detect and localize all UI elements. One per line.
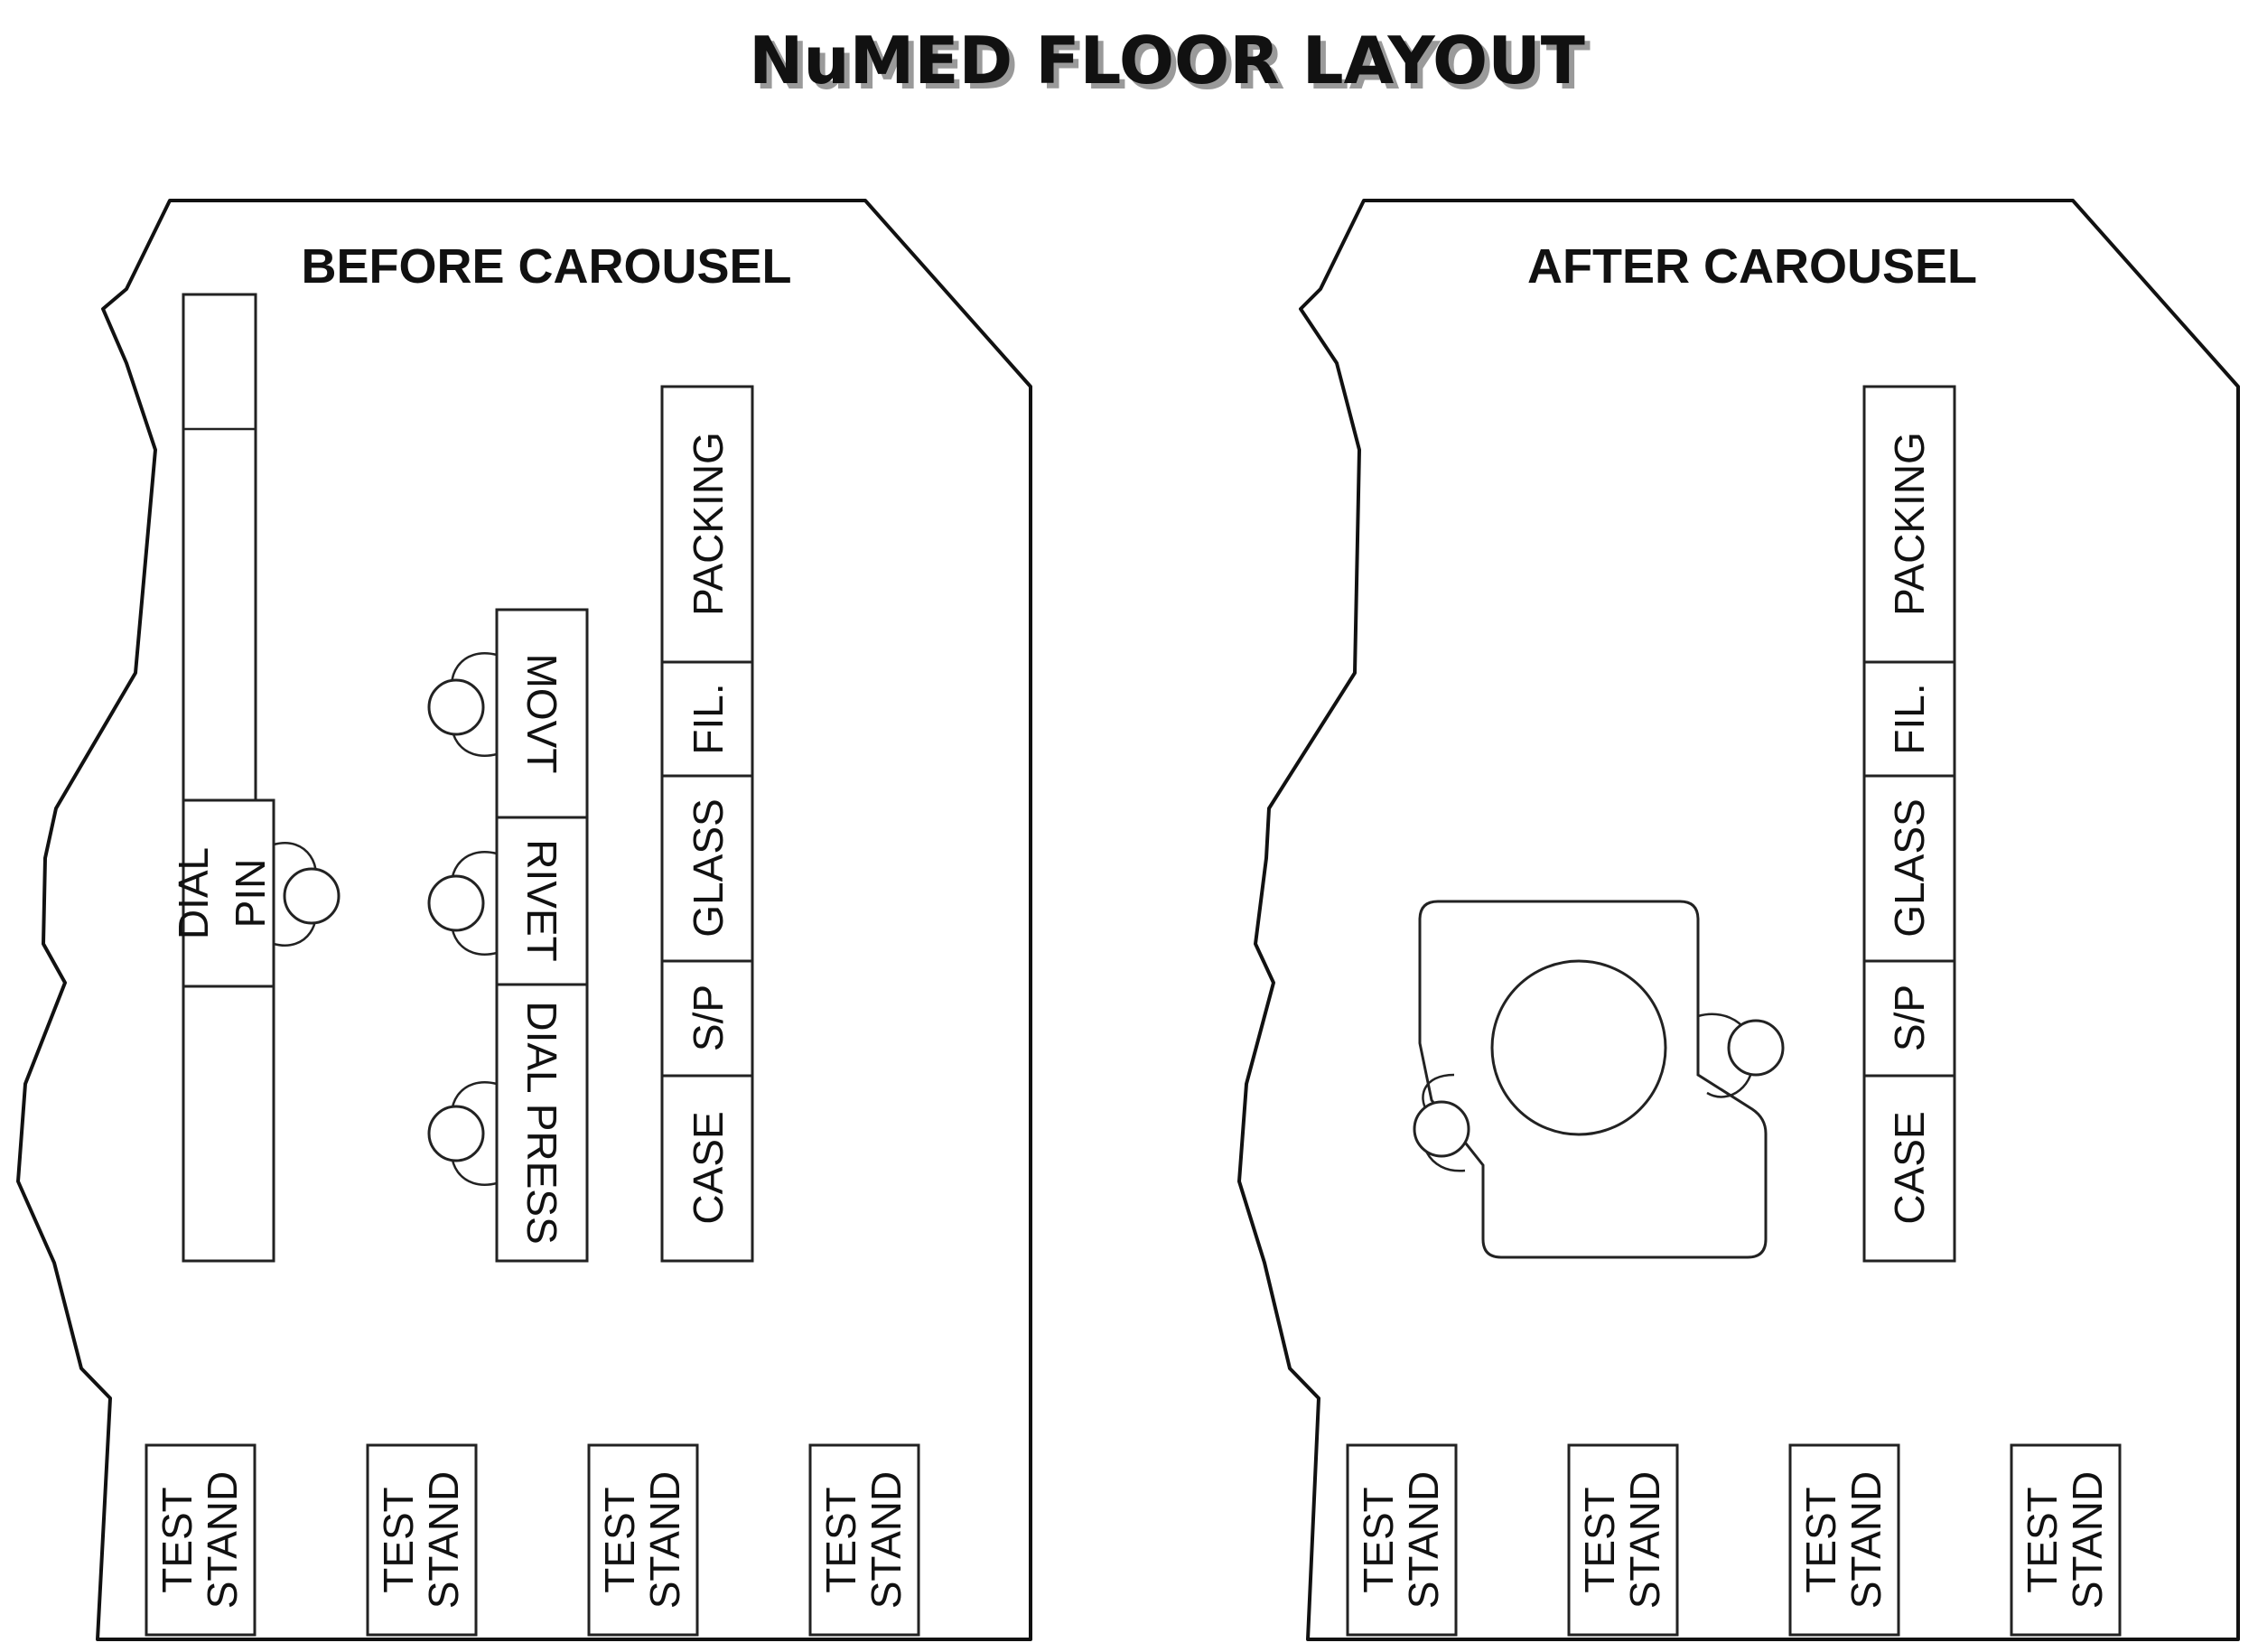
test-stand	[1788, 1443, 1900, 1637]
before-test-stands: TEST STAND TEST STAND TEST STAND TEST ST…	[145, 1443, 920, 1637]
rivet-station	[495, 816, 589, 986]
sp-station	[660, 959, 754, 1078]
test-stand-label-line1: TEST	[154, 1487, 201, 1593]
before-floor-outline	[16, 199, 1032, 1641]
dial-pin-label-line2: PIN	[227, 859, 274, 929]
middle-bench: MOVT RIVET DIAL PRESS	[427, 608, 589, 1263]
test-stand-label-line2: STAND	[863, 1471, 910, 1610]
operator-seat-icon	[1413, 1100, 1470, 1158]
fil-label: FIL.	[685, 683, 732, 754]
rivet-label: RIVET	[518, 839, 565, 961]
test-stand	[587, 1443, 699, 1637]
dial-pin-bench-lower	[182, 985, 275, 1263]
test-stand-label-line2: STAND	[199, 1471, 246, 1610]
test-stand-label-line1: TEST	[1355, 1487, 1402, 1593]
before-heading: BEFORE CAROUSEL	[301, 239, 791, 294]
fil-station	[660, 660, 754, 778]
test-stand	[366, 1443, 478, 1637]
dial-press-station	[495, 983, 589, 1263]
test-stand-label-line2: STAND	[1400, 1471, 1447, 1610]
movt-label: MOVT	[518, 654, 565, 774]
before-carousel-panel: BEFORE CAROUSEL DIAL PIN MOVT RIVET DIAL…	[16, 199, 1032, 1641]
test-stand-label-line2: STAND	[641, 1471, 688, 1610]
test-stand	[2010, 1443, 2122, 1637]
fil-label: FIL.	[1886, 683, 1933, 754]
packing-station	[660, 385, 754, 664]
sp-label: S/P	[685, 985, 732, 1051]
sp-label: S/P	[1886, 985, 1933, 1051]
test-stand-label-line2: STAND	[420, 1471, 467, 1610]
test-stand	[808, 1443, 920, 1637]
test-stand-label-line2: STAND	[1843, 1471, 1889, 1610]
operator-seat-icon	[427, 678, 485, 736]
dial-pin-label-line1: DIAL	[170, 847, 217, 939]
dial-press-label: DIAL PRESS	[518, 1001, 565, 1244]
case-label: CASE	[1886, 1111, 1933, 1224]
after-test-stands: TEST STAND TEST STAND TEST STAND TEST ST…	[1346, 1443, 2122, 1637]
case-station	[660, 1074, 754, 1263]
test-stand	[1567, 1443, 1679, 1637]
dial-pin-bench-upper	[182, 293, 257, 802]
glass-station	[660, 774, 754, 963]
operator-seat-icon	[283, 867, 341, 925]
dial-pin-station	[182, 798, 275, 988]
operator-seat-icon	[1727, 1019, 1785, 1077]
case-station	[1862, 1074, 1956, 1263]
sp-station	[1862, 959, 1956, 1078]
test-stand-label-line1: TEST	[1797, 1487, 1844, 1593]
glass-label: GLASS	[1886, 798, 1933, 937]
after-right-bench: PACKING FIL. GLASS S/P CASE	[1862, 385, 1956, 1263]
test-stand-label-line2: STAND	[2064, 1471, 2111, 1610]
test-stand-label-line1: TEST	[375, 1487, 422, 1593]
test-stand	[1346, 1443, 1458, 1637]
test-stand-label-line1: TEST	[1576, 1487, 1623, 1593]
operator-seat-icon	[427, 1105, 485, 1162]
test-stand-label-line1: TEST	[596, 1487, 643, 1593]
test-stand-label-line1: TEST	[817, 1487, 864, 1593]
carousel-unit	[1413, 900, 1785, 1259]
after-heading: AFTER CAROUSEL	[1527, 239, 1977, 294]
operator-seat-icon	[427, 874, 485, 932]
before-right-bench: PACKING FIL. GLASS S/P CASE	[660, 385, 754, 1263]
page-title: NuMED FLOOR LAYOUT	[749, 23, 1585, 98]
page-title-shadow: NuMED FLOOR LAYOUT	[754, 28, 1591, 104]
case-label: CASE	[685, 1111, 732, 1224]
after-floor-outline	[1237, 199, 2240, 1641]
glass-label: GLASS	[685, 798, 732, 937]
after-carousel-panel: AFTER CAROUSEL PACKING FIL. GLASS S/P CA…	[1237, 199, 2240, 1641]
test-stand-label-line2: STAND	[1621, 1471, 1668, 1610]
test-stand-label-line1: TEST	[2019, 1487, 2066, 1593]
dial-pin-bench: DIAL PIN	[170, 293, 341, 1263]
packing-label: PACKING	[1886, 432, 1933, 616]
carousel-wheel-icon	[1490, 959, 1667, 1136]
test-stand	[145, 1443, 257, 1637]
packing-label: PACKING	[685, 432, 732, 616]
